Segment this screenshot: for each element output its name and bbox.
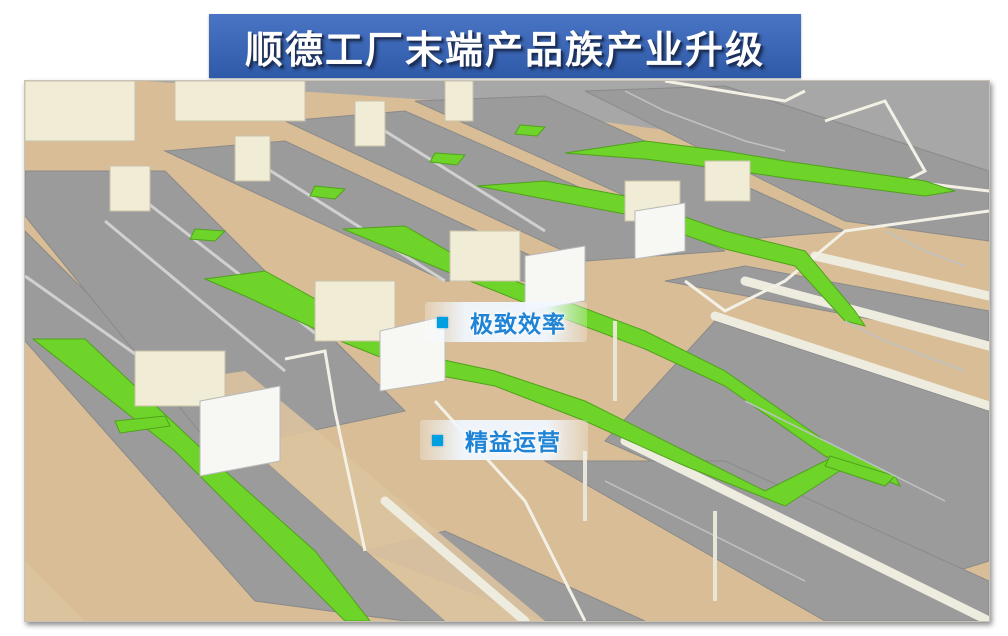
factory-rendering <box>24 80 990 622</box>
label-lean-operation: 精益运营 <box>420 420 588 460</box>
page-title: 顺德工厂末端产品族产业升级 <box>244 27 765 72</box>
bullet-square-icon <box>432 434 443 446</box>
factory-floor-illustration <box>25 81 989 621</box>
label-text: 极致效率 <box>470 312 566 338</box>
title-banner: 顺德工厂末端产品族产业升级 <box>209 14 801 78</box>
label-extreme-efficiency: 极致效率 <box>425 302 587 342</box>
label-text: 精益运营 <box>465 430 561 456</box>
bullet-square-icon <box>437 316 448 328</box>
